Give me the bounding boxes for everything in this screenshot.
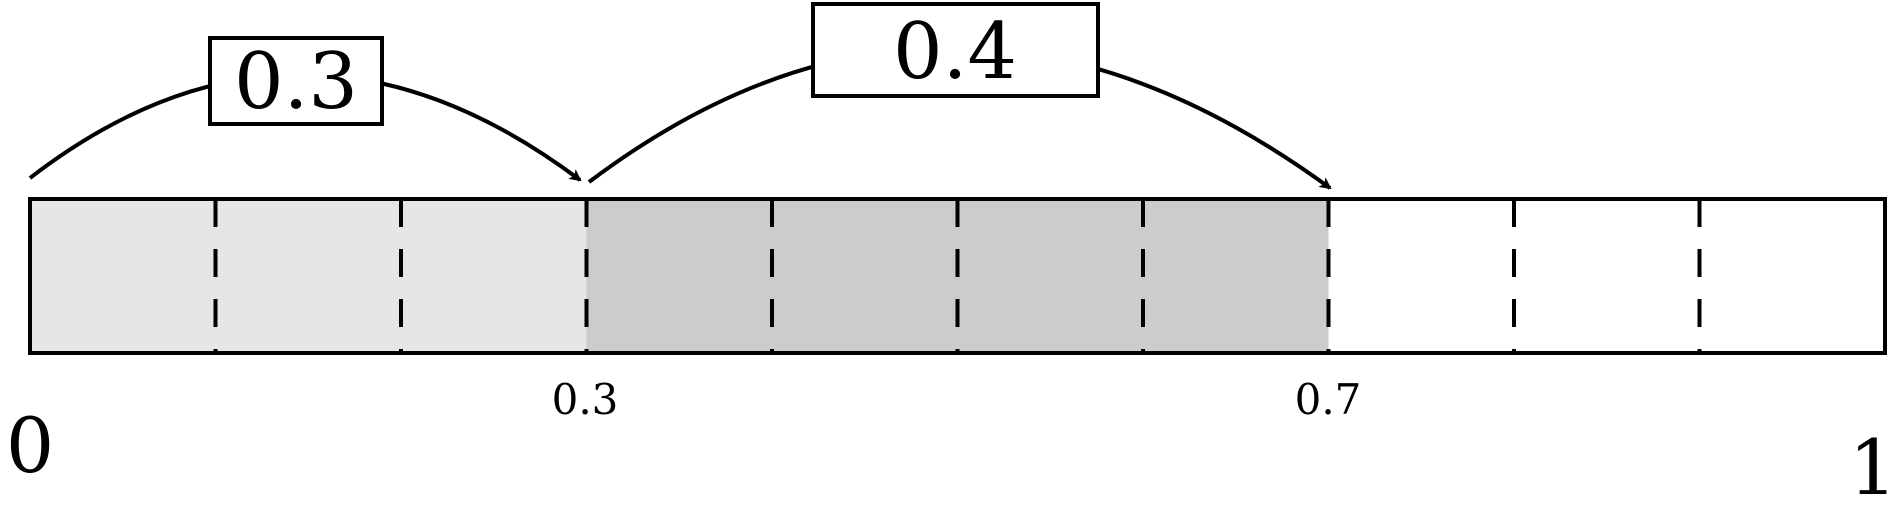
segment-label-box-1 (811, 2, 1100, 98)
start-label: 0 (6, 401, 54, 490)
segment-label-1: 0.4 (893, 7, 1017, 97)
unit-bar (28, 197, 1887, 355)
end-label: 1 (1849, 423, 1895, 507)
division-lines (213, 199, 1702, 353)
tick-label-0.3: 0.3 (552, 375, 619, 424)
segment-label-box-0 (208, 36, 384, 126)
segment-label-0: 0.3 (234, 37, 358, 127)
tick-label-0.7: 0.7 (1295, 375, 1362, 424)
segment-fill-0 (30, 199, 587, 353)
